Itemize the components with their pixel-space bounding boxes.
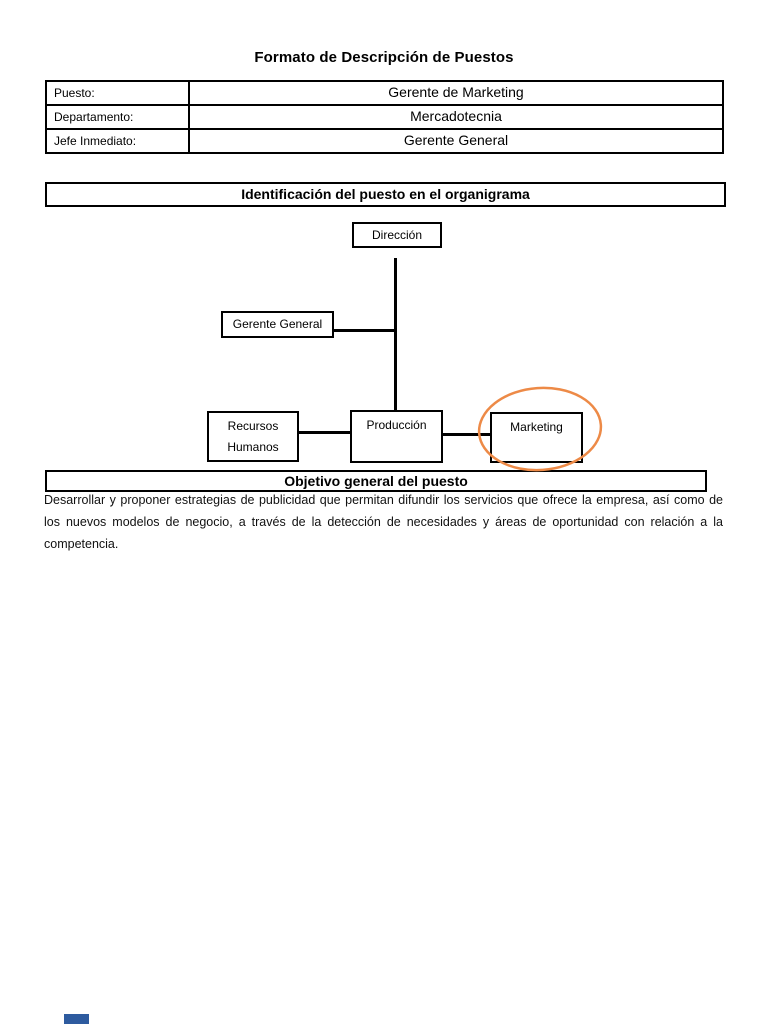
- table-row: Jefe Inmediato: Gerente General: [47, 128, 722, 152]
- next-page-blue-sliver: [64, 1014, 89, 1024]
- document-title: Formato de Descripción de Puestos: [254, 49, 514, 66]
- orgchart-trunk-line: [394, 258, 397, 411]
- departamento-value: Mercadotecnia: [410, 108, 502, 124]
- table-row: Puesto: Gerente de Marketing: [47, 82, 722, 104]
- orgchart-connector-recursos-produccion: [299, 431, 350, 434]
- orgchart-connector-produccion-marketing: [443, 433, 490, 436]
- objective-paragraph: Desarrollar y proponer estrategias de pu…: [44, 493, 723, 551]
- job-info-table: Puesto: Gerente de Marketing Departament…: [45, 80, 724, 154]
- puesto-value: Gerente de Marketing: [388, 84, 524, 100]
- departamento-label: Departamento:: [47, 106, 190, 128]
- section-header-organigrama: Identificación del puesto en el organigr…: [45, 182, 726, 207]
- org-node-gerente-general: Gerente General: [221, 311, 334, 338]
- table-row: Departamento: Mercadotecnia: [47, 104, 722, 128]
- marketing-highlight-circle: [477, 386, 603, 472]
- jefe-inmediato-value: Gerente General: [403, 132, 509, 148]
- puesto-label: Puesto:: [47, 82, 190, 104]
- jefe-inmediato-label: Jefe Inmediato:: [47, 130, 190, 152]
- highlight-ellipse: [477, 386, 603, 472]
- orgchart-connector-gerente-general: [334, 329, 395, 332]
- org-node-recursos-humanos: Recursos Humanos: [207, 411, 299, 462]
- org-node-direccion: Dirección: [352, 222, 442, 248]
- org-node-produccion: Producción: [350, 410, 443, 463]
- org-node-marketing: Marketing: [490, 412, 583, 463]
- section-header-objetivo: Objetivo general del puesto: [45, 470, 707, 492]
